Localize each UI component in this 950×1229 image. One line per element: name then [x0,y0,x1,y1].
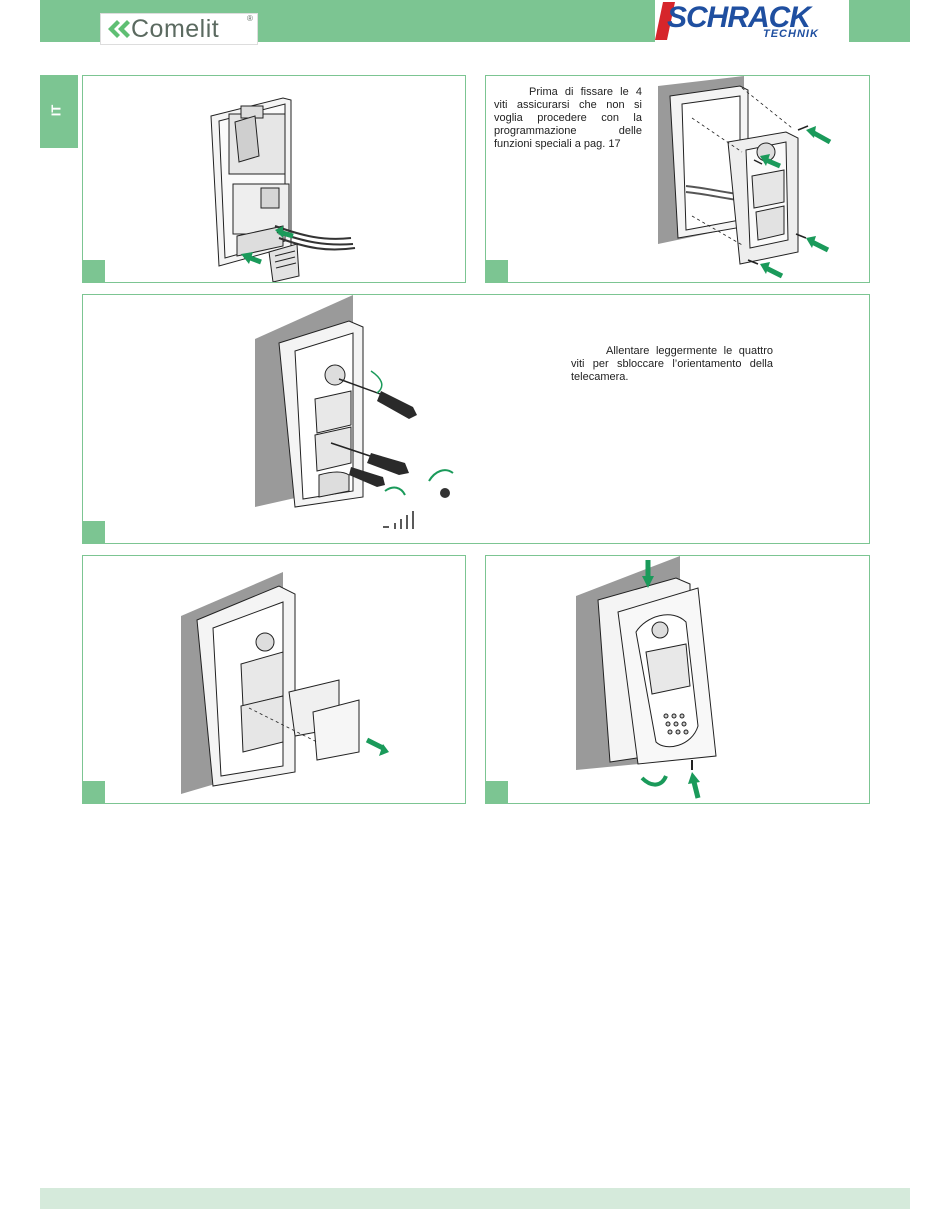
step-number-badge [486,260,508,282]
comelit-logo-text: Comelit [131,15,219,44]
step-panel-2: Prima di fissare le 4 viti assicurarsi c… [485,75,870,283]
illustration-terminal-connection [83,76,465,282]
comelit-logo: Comelit ® [100,13,258,45]
step-panel-3: Allentare leggermente le quattro viti pe… [82,294,870,544]
language-tab: IT [40,75,78,148]
comelit-registered-mark: ® [247,14,253,23]
illustration-label-window [83,556,465,803]
illustration-camera-adjust [83,295,869,543]
step-panel-1 [82,75,466,283]
step-panel-5 [485,555,870,804]
step-number-badge [83,781,105,803]
language-tab-label: IT [48,105,63,117]
footer-bar [40,1188,910,1209]
schrack-logo: SCHRACK TECHNIK [655,0,849,42]
illustration-front-cover [486,556,869,803]
step-number-badge [83,260,105,282]
technik-logo-text: TECHNIK [763,28,819,40]
comelit-chevron-icon [105,19,131,39]
illustration-screw-fixing [486,76,869,282]
step-number-badge [83,521,105,543]
step-panel-4 [82,555,466,804]
step-number-badge [486,781,508,803]
